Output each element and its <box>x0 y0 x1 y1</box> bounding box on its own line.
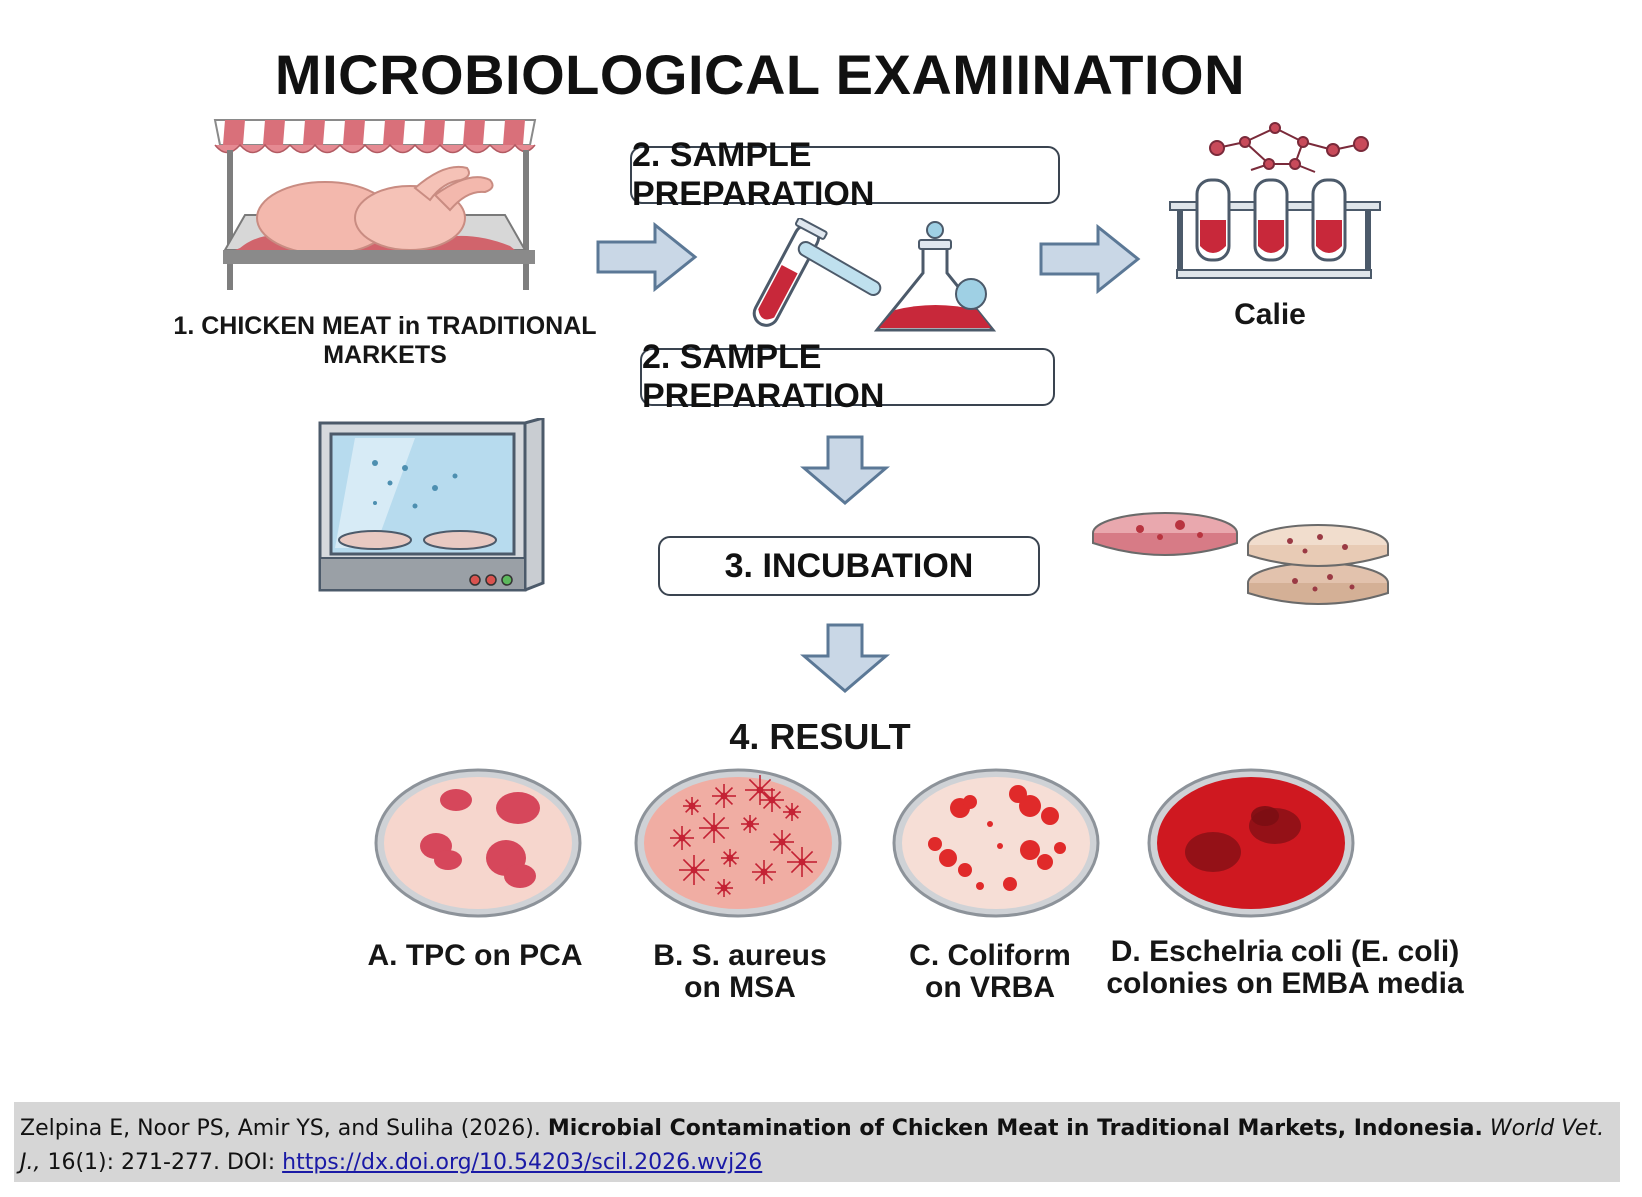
tube-rack-illustration <box>1169 122 1381 279</box>
plate-b-s-aureus <box>634 768 842 918</box>
citation-article-title: Microbial Contamination of Chicken Meat … <box>547 1116 1483 1141</box>
molecule-icon <box>1209 122 1369 173</box>
plate-d-e-coli <box>1147 768 1355 918</box>
incubation-box: 3. INCUBATION <box>658 536 1040 596</box>
diagram-title: MICROBIOLOGICAL EXAMIINATION <box>274 43 1246 106</box>
market-label: 1. CHICKEN MEAT in TRADITIONAL MARKETS <box>173 312 597 369</box>
calie-label: Calie <box>1234 298 1306 331</box>
diagram-stage: MICROBIOLOGICAL EXAMIINATION 1. CHICKEN … <box>173 43 1464 1004</box>
plate-a-tpc <box>374 768 582 918</box>
citation-doi-link[interactable]: https://dx.doi.org/10.54203/scil.2026.wv… <box>282 1150 763 1175</box>
test-tube-icon <box>752 218 828 327</box>
citation-caption: Zelpina E, Noor PS, Amir YS, and Suliha … <box>14 1102 1620 1182</box>
arrow-right-2 <box>1039 224 1141 294</box>
arrow-down-2 <box>800 623 890 693</box>
arrow-right-1 <box>596 222 698 292</box>
citation-journal: World Vet. J., <box>20 1116 1605 1175</box>
market-stall-illustration <box>213 119 537 290</box>
rack-tubes <box>1195 178 1347 262</box>
incubator-illustration <box>318 418 545 592</box>
pipette-icon <box>797 241 882 296</box>
petri-dishes-illustration <box>1092 512 1389 605</box>
plate-c-coliform <box>892 768 1100 918</box>
citation-volume-pages: 16(1): 271-277. DOI: <box>47 1150 276 1175</box>
result-a-label: A. TPC on PCA <box>367 939 583 972</box>
test-tube-flask-illustration <box>752 218 997 332</box>
citation-authors: Zelpina E, Noor PS, Amir YS, and Suliha … <box>20 1116 541 1141</box>
arrow-down-1 <box>800 435 890 505</box>
result-label: 4. RESULT <box>729 716 911 757</box>
sample-preparation-box-top: 2. SAMPLE PREPARATION <box>630 136 1060 213</box>
flask-icon <box>873 221 997 332</box>
result-d-label: D. Eschelria coli (E. coli)colonies on E… <box>1106 935 1464 1000</box>
awning <box>213 119 537 154</box>
sample-preparation-box-bottom: 2. SAMPLE PREPARATION <box>640 338 1055 415</box>
